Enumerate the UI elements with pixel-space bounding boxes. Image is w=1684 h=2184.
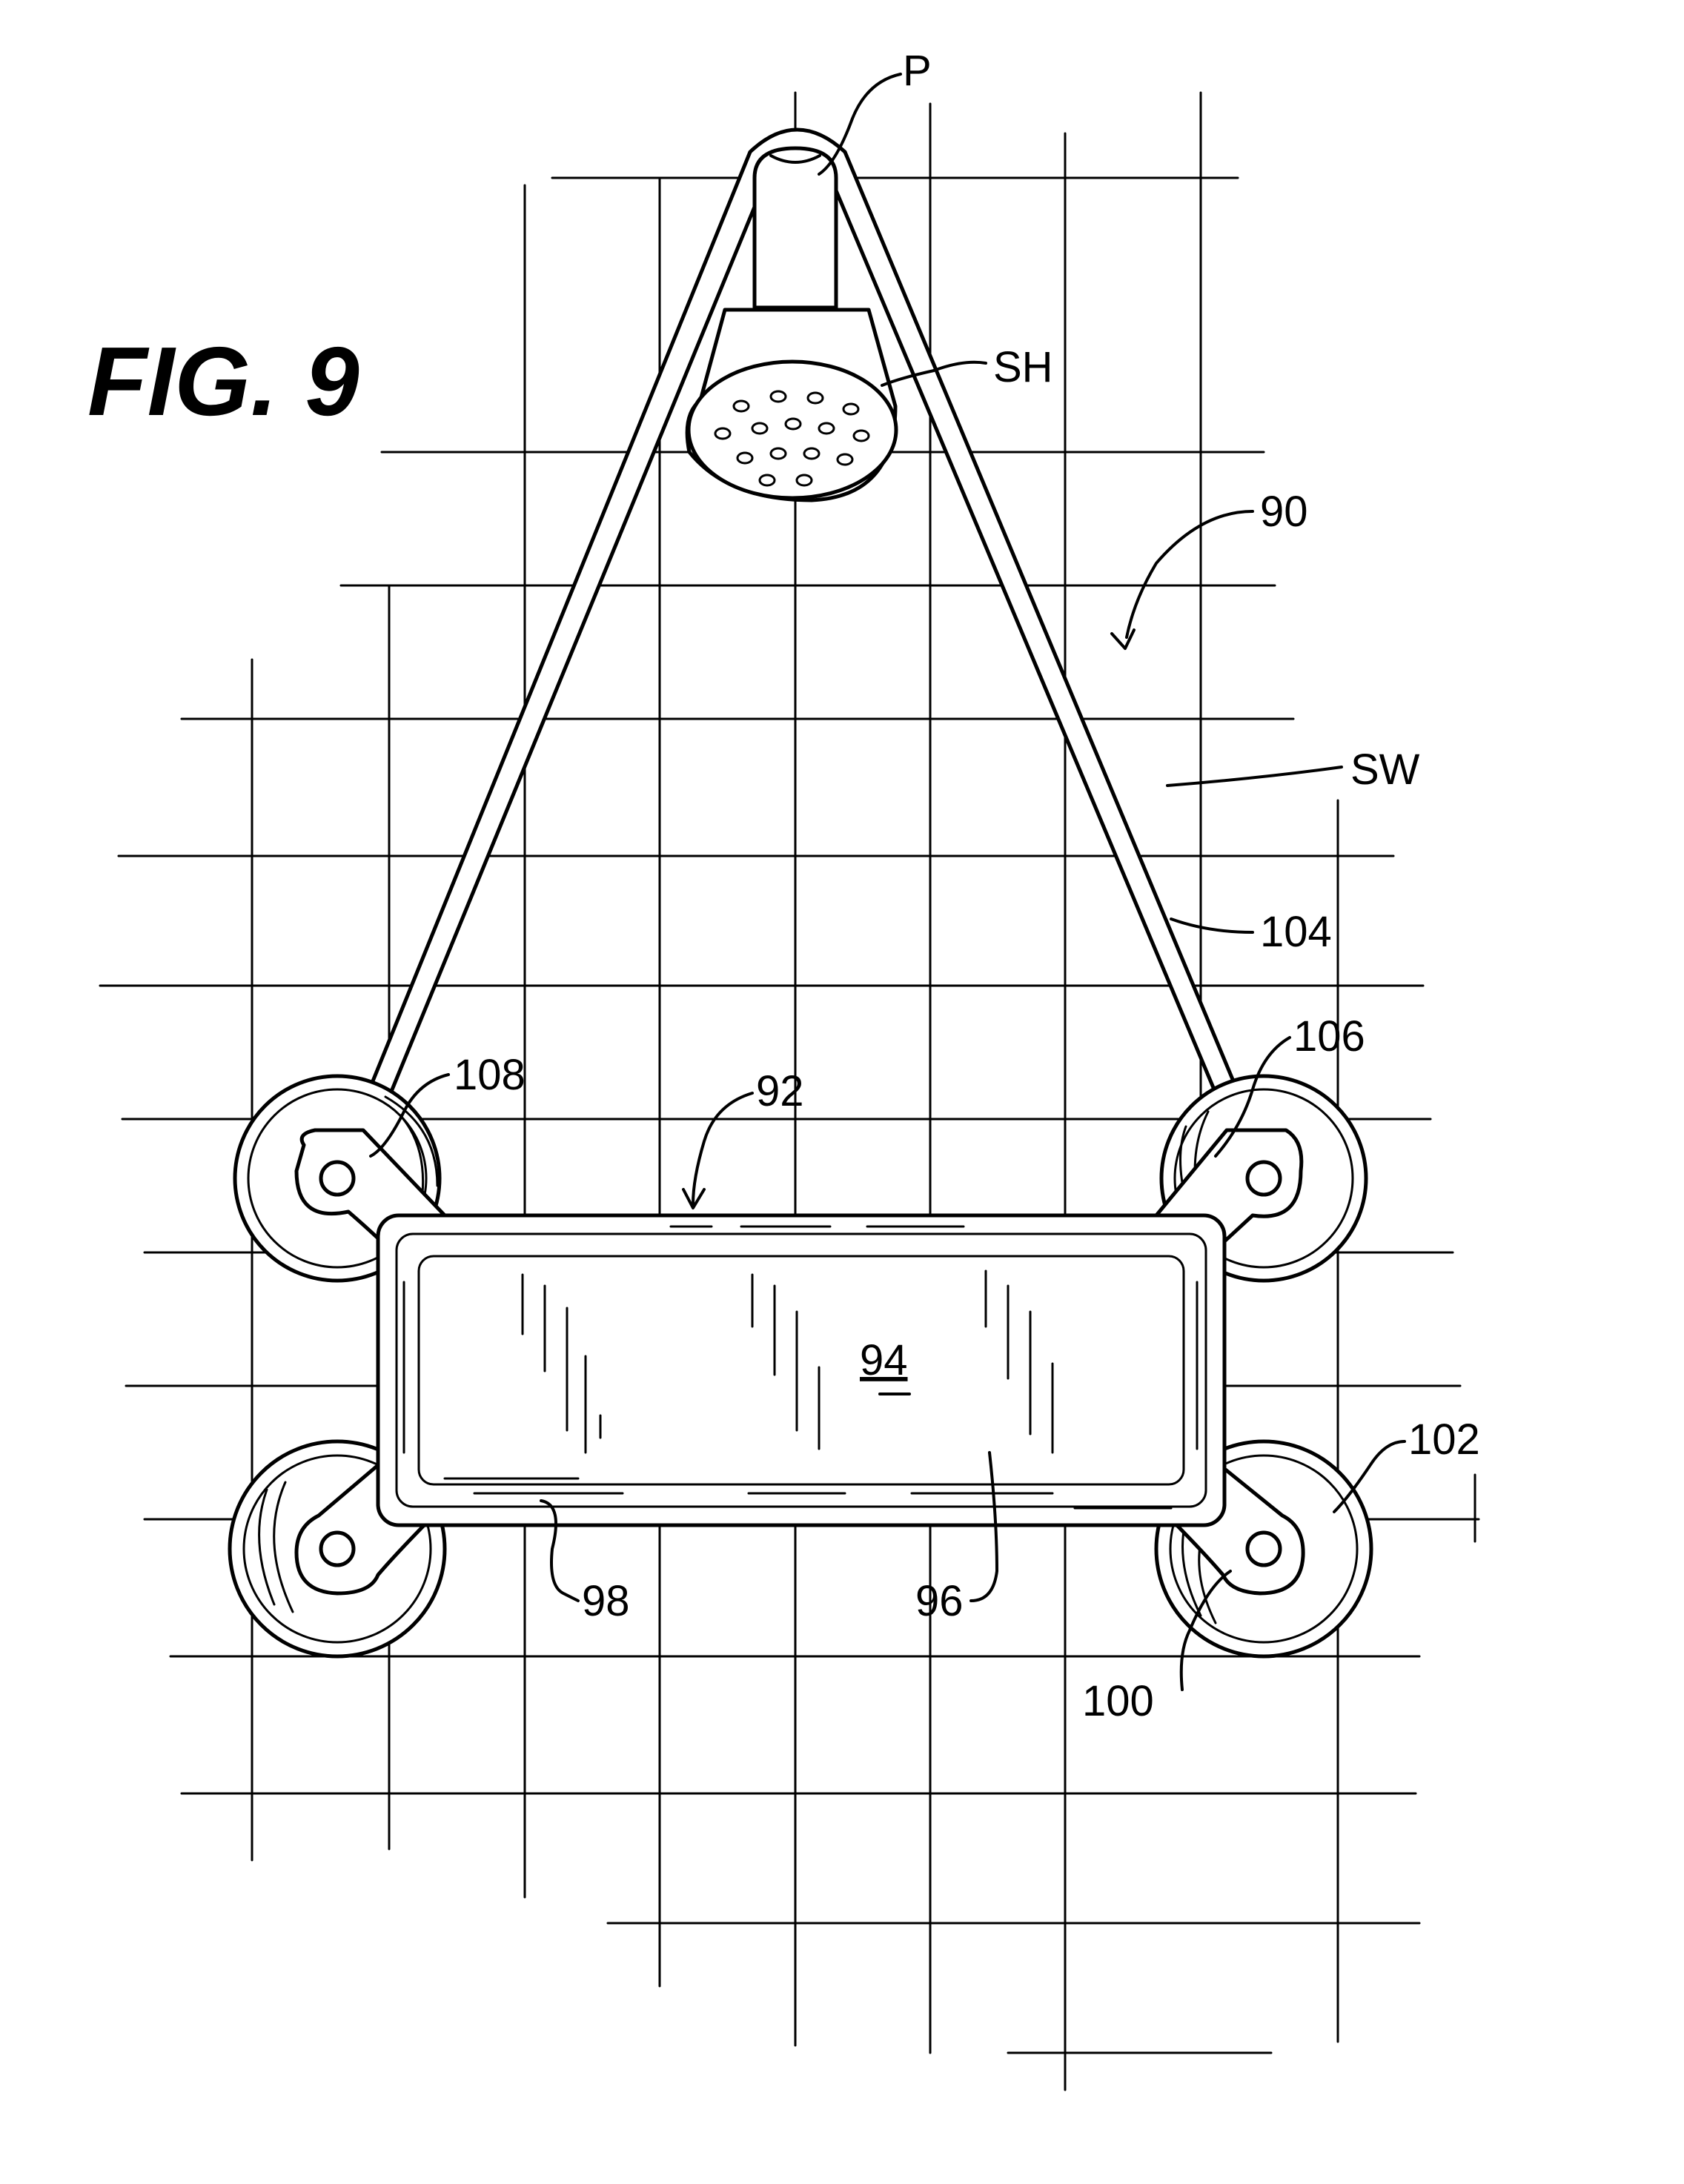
mirror-reflection-lines <box>402 1225 1199 1510</box>
shower-head-nozzles <box>714 390 870 487</box>
label-sh: SH <box>993 343 1053 391</box>
leader-lines <box>369 73 1406 1691</box>
label-90: 90 <box>1260 488 1308 536</box>
label-96: 96 <box>915 1577 964 1625</box>
label-94: 94 <box>860 1336 908 1384</box>
reference-labels: P SH 90 SW 104 106 108 92 94 102 98 96 1… <box>454 47 1480 1725</box>
label-100: 100 <box>1082 1677 1154 1725</box>
shower-head-assembly <box>685 146 898 502</box>
label-98: 98 <box>582 1577 630 1625</box>
label-92: 92 <box>756 1067 804 1115</box>
label-104: 104 <box>1260 908 1332 956</box>
figure-title: FIG. 9 <box>87 327 359 436</box>
label-108: 108 <box>454 1051 526 1099</box>
label-106: 106 <box>1293 1012 1365 1061</box>
label-sw: SW <box>1350 746 1420 794</box>
label-p: P <box>903 47 932 95</box>
label-102: 102 <box>1408 1415 1480 1464</box>
mirror-92 <box>376 1213 1227 1527</box>
